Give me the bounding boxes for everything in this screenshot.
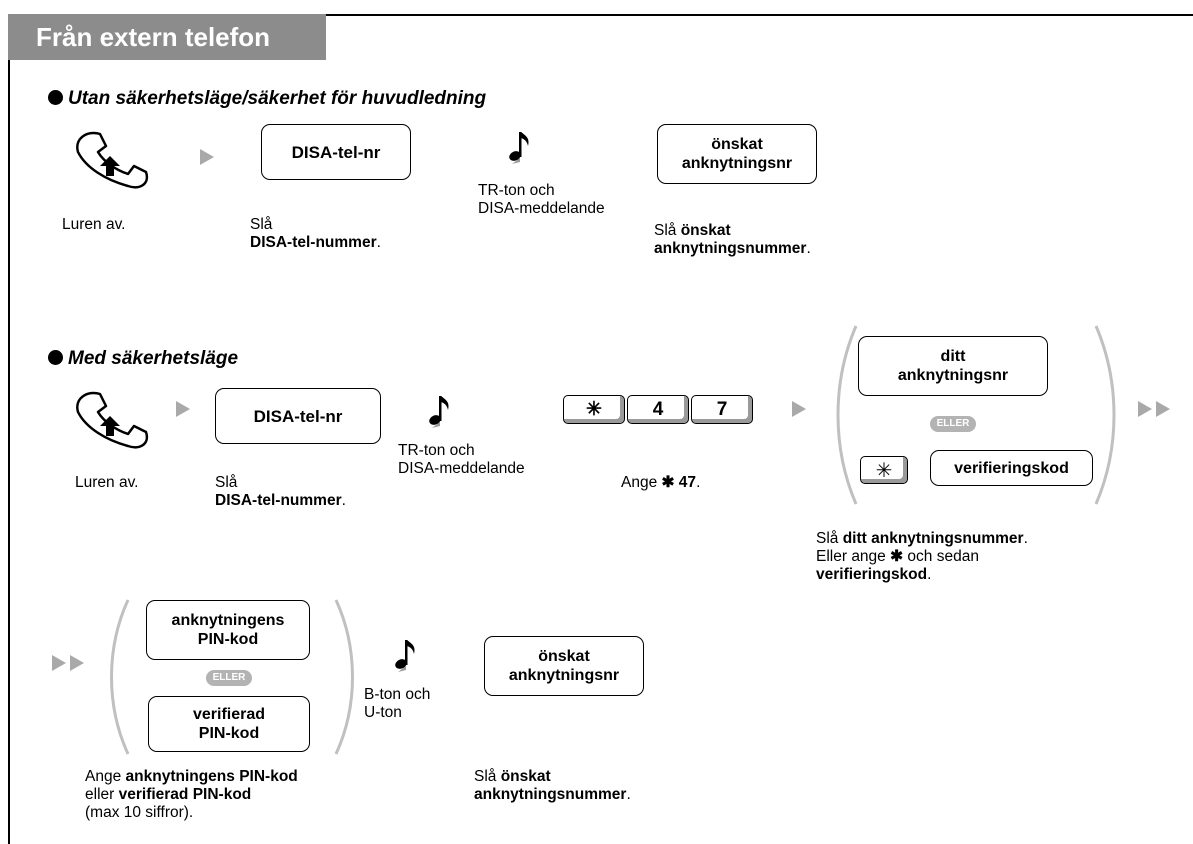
step-caption-own-extension: Slå ditt anknytningsnummer.Eller ange ✱ … xyxy=(816,530,1028,583)
key-label: anknytningens PIN-kod xyxy=(171,612,285,648)
musical-note-icon xyxy=(509,132,529,164)
choice-brackets xyxy=(110,599,354,755)
key-label: verifierad PIN-kod xyxy=(192,706,266,742)
double-arrow-right-icon xyxy=(52,655,66,671)
verified-pin-key[interactable]: verifierad PIN-kod xyxy=(148,696,310,752)
handset-off-hook-icon xyxy=(76,391,149,449)
own-extension-key[interactable]: ditt anknytningsnr xyxy=(858,336,1048,396)
double-arrow-right-icon xyxy=(1156,401,1170,417)
musical-note-icon xyxy=(429,396,449,428)
digit-4-key[interactable]: 4 xyxy=(627,395,689,424)
section-title-text: Med säkerhetsläge xyxy=(68,348,239,369)
target-extension-key[interactable]: önskat anknytningsnr xyxy=(657,124,817,184)
or-badge: ELLER xyxy=(206,670,252,686)
double-arrow-right-icon xyxy=(1138,401,1152,417)
arrow-right-icon xyxy=(200,149,214,165)
star-key[interactable]: ✳ xyxy=(563,395,625,424)
key-label: DISA-tel-nr xyxy=(291,142,381,162)
arrow-right-icon xyxy=(792,401,806,417)
star-key[interactable]: ✳ xyxy=(860,456,908,484)
handset-off-hook-icon xyxy=(76,131,149,189)
verification-code-key[interactable]: verifieringskod xyxy=(930,450,1093,486)
key-label: verifieringskod xyxy=(954,459,1069,477)
section-title-no-security: Utan säkerhetsläge/säkerhet för huvudled… xyxy=(48,88,486,110)
double-arrow-right-icon xyxy=(70,655,84,671)
choice-brackets xyxy=(836,325,1116,505)
dial-keys: ✳ 4 7 xyxy=(563,395,759,425)
key-label: ditt anknytningsnr xyxy=(897,348,1009,384)
key-label: önskat anknytningsnr xyxy=(681,136,793,172)
bullet-icon xyxy=(48,350,63,365)
step-caption-enter-code: Ange ✱ 47. xyxy=(621,474,701,491)
extension-pin-key[interactable]: anknytningens PIN-kod xyxy=(146,600,310,660)
frame-top-border xyxy=(8,14,1193,16)
step-caption-off-hook: Luren av. xyxy=(62,216,126,233)
bullet-icon xyxy=(48,90,63,105)
section-title-security: Med säkerhetsläge xyxy=(48,348,238,370)
arrow-right-icon xyxy=(176,401,190,417)
step-caption-off-hook: Luren av. xyxy=(75,474,139,491)
disa-number-key[interactable]: DISA-tel-nr xyxy=(215,388,381,444)
musical-note-icon xyxy=(395,640,415,672)
frame-left-border xyxy=(8,14,10,844)
page-title: Från extern telefon xyxy=(8,14,326,60)
key-label: önskat anknytningsnr xyxy=(508,648,620,684)
digit-7-key[interactable]: 7 xyxy=(691,395,753,424)
section-title-text: Utan säkerhetsläge/säkerhet för huvudled… xyxy=(68,88,487,109)
or-badge: ELLER xyxy=(930,416,976,432)
key-label: DISA-tel-nr xyxy=(253,406,343,426)
target-extension-key[interactable]: önskat anknytningsnr xyxy=(484,636,644,696)
disa-number-key[interactable]: DISA-tel-nr xyxy=(261,124,411,180)
